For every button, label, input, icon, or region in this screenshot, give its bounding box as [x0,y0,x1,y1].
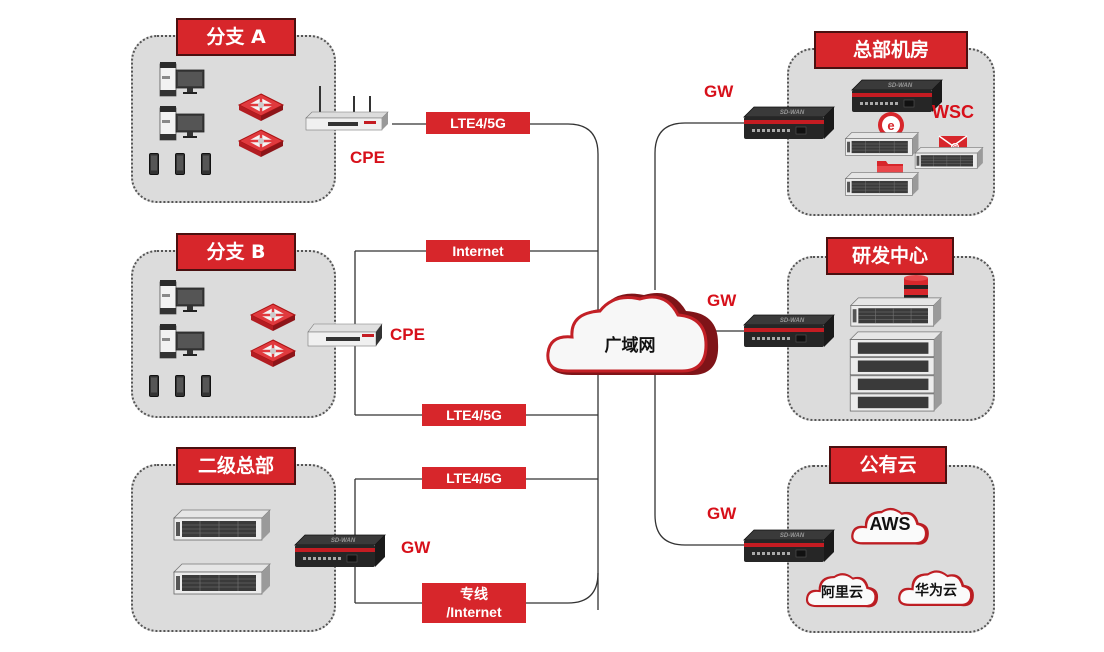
rack-server-icon [172,508,272,542]
link-label-shq-leased: 专线 /Internet [422,583,526,623]
rack-server-icon [844,171,920,197]
mobile-phone-icon [175,153,185,175]
mobile-phone-icon [149,375,159,397]
rack-server-icon [844,131,920,157]
svg-text:e: e [887,118,894,133]
wire-shq-leased [355,572,599,604]
gw-label-rnd: GW [707,291,737,310]
link-label-branch-a-lte: LTE4/5G [426,112,530,134]
wan-cloud-label: 广域网 [604,336,656,356]
wire-branch-a-lte [392,123,599,610]
sd-wan-gateway-icon[interactable] [740,313,836,349]
desktop-pc-icon [158,60,208,100]
zone-title-branch-a: 分支 A [176,18,296,56]
zone-title-hq-datacenter: 总部机房 [814,31,968,69]
web-server-icon: e [878,112,904,138]
wire-hq-gw [654,122,745,290]
edge-label-secondary-hq: GW [401,538,431,557]
wireless-ap-icon [248,338,298,370]
wire-cloud-gw [654,375,745,546]
edge-label-branch-b: CPE [390,325,425,344]
rack-server-icon [912,146,986,170]
sd-wan-gateway-icon[interactable] [291,533,387,569]
wireless-ap-icon [248,302,298,334]
sd-wan-controller-icon [848,78,944,114]
mobile-phone-icon [201,153,211,175]
server-rack-icon [849,331,943,412]
rack-server-icon [172,562,272,596]
wireless-ap-icon [236,128,286,160]
edge-label-branch-a: CPE [350,148,385,167]
zone-title-rnd-center: 研发中心 [826,237,954,275]
mobile-phone-icon [175,375,185,397]
cpe-switch-icon[interactable] [304,320,384,350]
wireless-ap-icon [236,92,286,124]
sd-wan-gateway-icon[interactable] [740,528,836,564]
mobile-phone-icon [149,153,159,175]
desktop-pc-icon [158,104,208,144]
cloud-label-huawei: 华为云 [915,583,957,599]
gw-label-hq: GW [704,82,734,101]
link-label-shq-lte: LTE4/5G [422,467,526,489]
zone-title-branch-b: 分支 B [176,233,296,271]
mobile-phone-icon [201,375,211,397]
zone-title-secondary-hq: 二级总部 [176,447,296,485]
link-label-branch-b-lte: LTE4/5G [422,404,526,426]
cloud-label-aliyun: 阿里云 [821,585,863,601]
zone-title-public-cloud: 公有云 [829,446,947,484]
sd-wan-gateway-icon[interactable] [740,105,836,141]
desktop-pc-icon [158,278,208,318]
rack-server-icon [846,296,946,328]
gw-label-cloud: GW [707,504,737,523]
wan-cloud-icon [546,293,719,375]
cloud-label-aws: AWS [869,514,911,534]
controller-label: WSC [932,102,974,122]
link-label-branch-b-internet: Internet [426,240,530,262]
desktop-pc-icon [158,322,208,362]
cpe-router-icon[interactable] [302,84,392,134]
